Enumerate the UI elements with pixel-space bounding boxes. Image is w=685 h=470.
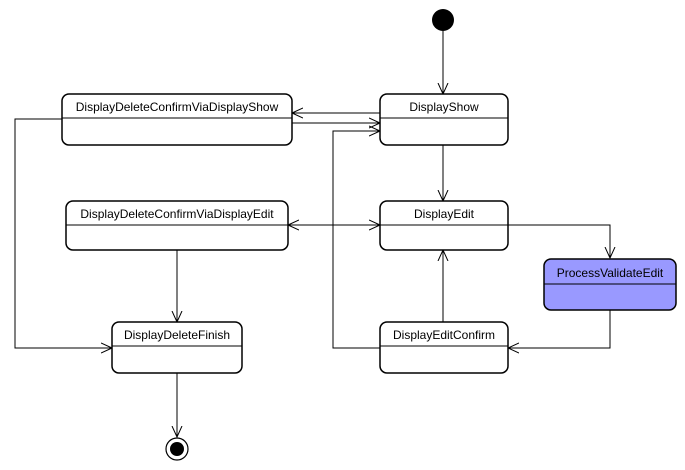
state-process-validate-edit: ProcessValidateEdit [543, 258, 677, 311]
transition-delete-confirm-show-to-finish [14, 118, 112, 348]
state-display-edit-confirm: DisplayEditConfirm [379, 321, 509, 374]
transition-edit-to-process-validate [508, 224, 610, 258]
state-display-show: DisplayShow [379, 93, 509, 146]
state-display-delete-confirm-via-display-edit: DisplayDeleteConfirmViaDisplayEdit [65, 200, 289, 251]
state-label: DisplayDeleteConfirmViaDisplayEdit [80, 207, 274, 221]
transitions [14, 31, 611, 437]
state-box [61, 93, 293, 146]
final-state-icon [165, 437, 189, 461]
state-display-delete-finish: DisplayDeleteFinish [111, 321, 243, 374]
state-display-delete-confirm-via-display-show: DisplayDeleteConfirmViaDisplayShow [61, 93, 293, 146]
state-display-edit: DisplayEdit [379, 200, 509, 251]
state-label: DisplayEditConfirm [393, 328, 495, 342]
state-label: DisplayDeleteConfirmViaDisplayShow [76, 100, 279, 114]
transition-process-validate-to-edit-confirm [508, 310, 611, 348]
initial-state-icon [432, 9, 454, 31]
state-label: ProcessValidateEdit [557, 266, 664, 280]
transition-edit-confirm-to-show [332, 131, 380, 349]
state-box [379, 93, 509, 146]
state-label: DisplayEdit [414, 207, 475, 221]
state-box [111, 321, 243, 374]
state-box [379, 321, 509, 374]
state-label: DisplayShow [409, 100, 479, 114]
state-label: DisplayDeleteFinish [124, 328, 230, 342]
